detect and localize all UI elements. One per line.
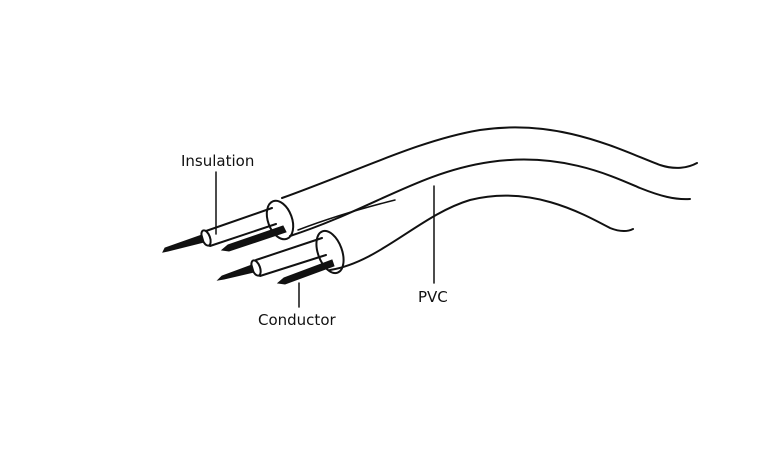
upper-conductor-strands [162,234,205,253]
upper-inner-conductor [220,225,287,252]
lower-conductor-strands [216,264,255,281]
sheath-middle-edge [289,158,691,237]
lower-inner-conductor [276,259,335,285]
lower-wire [216,229,345,285]
upper-sheath-end [265,199,295,241]
lower-insulation-tube [255,237,327,277]
sheath-bottom-edge [329,194,634,271]
lower-sheath-end [315,229,345,275]
sheath-top-edge [281,126,698,199]
upper-wire [162,199,295,253]
pvc-sheath [281,126,698,271]
sheath-seam-line [297,199,396,231]
pvc-label: PVC [418,288,448,306]
upper-insulation-tube [205,207,277,247]
insulation-label: Insulation [181,152,254,170]
conductor-label: Conductor [258,311,336,329]
